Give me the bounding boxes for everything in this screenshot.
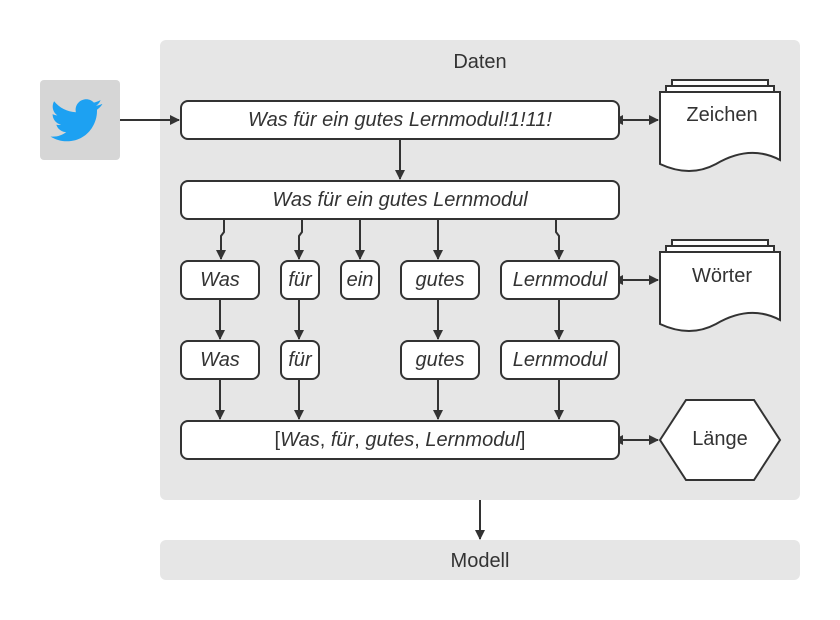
length-decision-shape <box>658 399 782 481</box>
list-bracket-close: ] <box>519 428 526 451</box>
words-document-stack <box>659 239 781 332</box>
characters-label: Zeichen <box>686 104 758 126</box>
token-box: Was <box>180 260 260 300</box>
words-label: Wörter <box>692 265 752 287</box>
clean-tweet-box: Was für ein gutes Lernmodul <box>180 180 620 220</box>
token-box: für <box>280 260 320 300</box>
filtered-token-box: gutes <box>400 340 480 380</box>
list-separator: , <box>319 428 331 451</box>
list-separator: , <box>354 428 366 451</box>
length-label: Länge <box>692 428 748 450</box>
characters-document-stack <box>659 79 781 172</box>
arrow-clean-to-lernmodul <box>554 220 564 260</box>
token-list-box: [ Was , für , gutes , Lernmodul ] <box>180 420 620 460</box>
list-bracket-open: [ <box>274 428 281 451</box>
model-container: Modell <box>160 540 800 580</box>
arrow-clean-to-fuer <box>294 220 304 260</box>
token-box: Lernmodul <box>500 260 620 300</box>
token-box: ein <box>340 260 380 300</box>
raw-tweet-box: Was für ein gutes Lernmodul!1!11! <box>180 100 620 140</box>
twitter-bird-icon <box>50 99 103 142</box>
twitter-source <box>40 80 120 160</box>
filtered-token-box: Was <box>180 340 260 380</box>
list-item: Lernmodul <box>425 428 520 451</box>
model-container-title: Modell <box>450 550 510 572</box>
list-item: für <box>330 428 355 451</box>
token-box: gutes <box>400 260 480 300</box>
filtered-token-box: für <box>280 340 320 380</box>
filtered-token-box: Lernmodul <box>500 340 620 380</box>
list-item: gutes <box>365 428 415 451</box>
list-item: Was <box>280 428 320 451</box>
arrow-clean-to-was <box>216 220 226 260</box>
list-separator: , <box>414 428 426 451</box>
data-container-title: Daten <box>453 51 507 73</box>
